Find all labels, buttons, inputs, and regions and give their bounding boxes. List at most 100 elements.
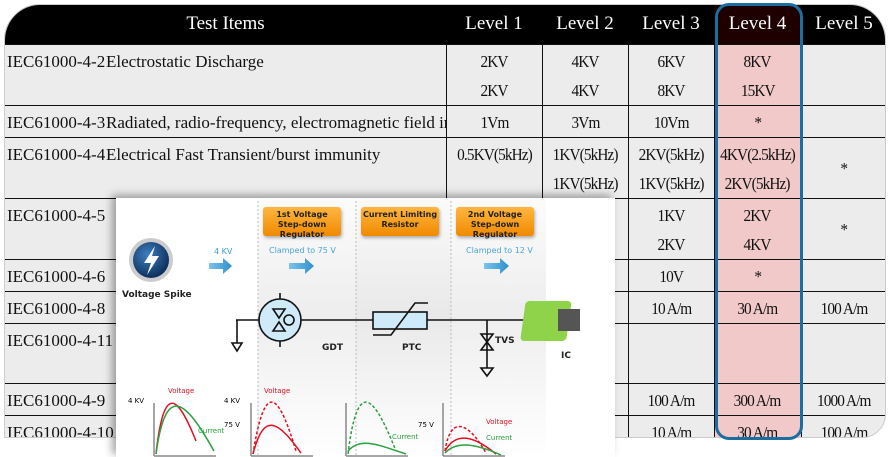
level-value: 4KV	[571, 80, 599, 100]
level-3-cell: 10V	[627, 258, 715, 292]
level-value: 4KV(2.5kHz)	[720, 144, 796, 164]
test-name: Radiated, radio-frequency, electromagnet…	[106, 112, 445, 132]
level-value: 1KV	[657, 205, 685, 225]
graph-4kv-label-2: 4 KV	[224, 397, 241, 405]
level-value: 1000 A/m	[817, 390, 871, 410]
level-1-cell: 1Vm	[445, 104, 543, 138]
stage-2nd-regulator: 2nd Voltage Step-down Regulator	[456, 207, 534, 239]
level-4-cell	[713, 322, 802, 384]
graph-voltage-label: Voltage	[168, 387, 195, 395]
graph-current-label-3: Current	[392, 433, 419, 441]
level-value: 10V	[659, 266, 684, 286]
level-5-cell: *	[800, 136, 885, 199]
voltage-spike-icon	[129, 238, 173, 282]
level-value: 300 A/m	[734, 390, 782, 410]
level-value: 3Vm	[571, 112, 600, 132]
level-value: 30 A/m	[737, 298, 778, 318]
clamp-75v-note: Clamped to 75 V	[269, 246, 336, 255]
protection-circuit-diagram: Voltage Spike 4 KV 1st Voltage Step-down…	[116, 198, 615, 457]
level-value: 4KV	[571, 51, 599, 71]
level-value: 30 A/m	[737, 422, 778, 438]
level-value: 10Vm	[653, 112, 690, 132]
level-value: 2KV	[480, 51, 508, 71]
test-code: IEC61000-4-3	[7, 112, 106, 132]
table-row: IEC61000-4-4Electrical Fast Transient/bu…	[5, 136, 885, 199]
level-value: 2KV(5kHz)	[638, 144, 705, 164]
test-code: IEC61000-4-11	[7, 330, 114, 350]
test-code: IEC61000-4-6	[7, 266, 106, 286]
level-value: 8KV	[743, 51, 772, 71]
table-header: Test Items Level 1 Level 2 Level 3 Level…	[5, 5, 885, 44]
header-level-2: Level 2	[542, 5, 628, 44]
level-value: *	[840, 220, 849, 239]
level-5-cell	[800, 258, 885, 292]
level-5-cell	[800, 322, 885, 384]
graph-current-label: Current	[198, 427, 225, 435]
voltage-spike-label: Voltage Spike	[122, 290, 192, 300]
level-value: 100 A/m	[820, 422, 869, 438]
level-value: 10 A/m	[650, 422, 692, 438]
stage-1st-regulator: 1st Voltage Step-down Regulator	[263, 207, 341, 239]
level-4-cell: 8KV 15KV	[713, 43, 802, 106]
arrow-4kv-label: 4 KV	[214, 247, 233, 256]
header-level-3: Level 3	[628, 5, 714, 44]
clamp-12v-note: Clamped to 12 V	[466, 246, 533, 255]
header-level-1: Level 1	[446, 5, 542, 44]
test-item-cell: IEC61000-4-4Electrical Fast Transient/bu…	[5, 136, 447, 199]
level-2-cell: 3Vm	[541, 104, 629, 138]
test-code: IEC61000-4-8	[7, 298, 106, 318]
level-value: 8KV	[657, 80, 685, 100]
level-value: 1Vm	[480, 112, 509, 132]
level-4-cell: 300 A/m	[713, 382, 802, 416]
level-3-cell: 10 A/m	[627, 414, 715, 438]
level-value: 4KV	[743, 234, 772, 254]
ptc-label: PTC	[402, 343, 422, 353]
test-code: IEC61000-4-5	[7, 205, 106, 225]
test-name: Electrical Fast Transient/burst immunity	[106, 144, 381, 164]
header-test-items: Test Items	[5, 5, 446, 44]
level-value: 100 A/m	[647, 390, 696, 410]
header-level-5: Level 5	[801, 5, 885, 44]
level-5-cell: 100 A/m	[800, 414, 885, 438]
graph-voltage-label-4: Voltage	[486, 418, 513, 426]
level-5-cell	[800, 104, 885, 138]
level-3-cell: 100 A/m	[627, 382, 715, 416]
test-code: IEC61000-4-9	[7, 390, 106, 410]
level-value: 2KV	[657, 234, 685, 254]
level-1-cell: 0.5KV(5kHz)	[445, 136, 543, 199]
level-3-cell: 10 A/m	[627, 290, 715, 324]
test-item-cell: IEC61000-4-2Electrostatic Discharge	[5, 43, 447, 106]
test-item-cell: IEC61000-4-3Radiated, radio-frequency, e…	[5, 104, 447, 138]
test-code: IEC61000-4-2	[7, 51, 106, 71]
graph-75v-label-4: 75 V	[418, 421, 434, 429]
level-value: *	[840, 159, 849, 178]
level-value: 2KV(5kHz)	[725, 173, 791, 193]
level-value: 15KV	[740, 80, 776, 100]
gdt-label: GDT	[322, 343, 343, 353]
test-name: Electrostatic Discharge	[106, 51, 264, 71]
ic-label: IC	[561, 351, 571, 361]
table-row: IEC61000-4-3Radiated, radio-frequency, e…	[5, 104, 885, 138]
level-value: *	[754, 112, 762, 132]
test-code: IEC61000-4-4	[7, 144, 106, 164]
level-value: 2KV	[743, 205, 772, 225]
level-4-cell: *	[713, 104, 802, 138]
circuit-graphic	[129, 198, 580, 457]
level-3-cell: 2KV(5kHz) 1KV(5kHz)	[627, 136, 715, 199]
level-5-cell: 100 A/m	[800, 290, 885, 324]
level-3-cell: 10Vm	[627, 104, 715, 138]
level-4-cell: 4KV(2.5kHz) 2KV(5kHz)	[713, 136, 802, 199]
level-4-cell: *	[713, 258, 802, 292]
test-code: IEC61000-4-10	[7, 422, 114, 438]
level-value: 1KV(5kHz)	[552, 144, 619, 164]
level-value: 100 A/m	[820, 298, 869, 318]
level-3-cell	[627, 322, 715, 384]
tvs-label: TVS	[495, 336, 515, 346]
graph-75v-label: 75 V	[224, 421, 240, 429]
level-value: 1KV(5kHz)	[638, 173, 705, 193]
level-4-cell: 30 A/m	[713, 290, 802, 324]
